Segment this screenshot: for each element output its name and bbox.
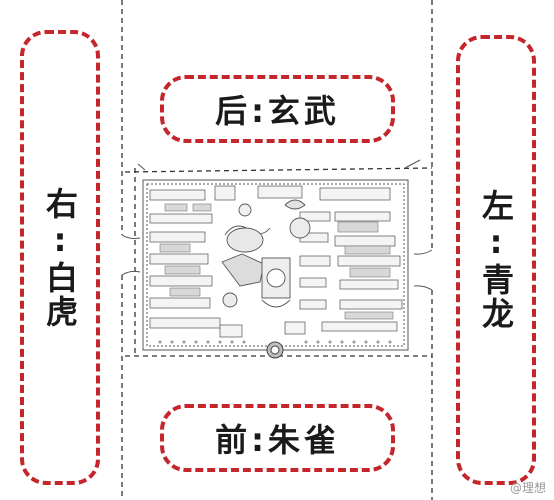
left-side-label: 左:青龙: [477, 189, 515, 331]
building-blocks: [149, 185, 403, 338]
road-lines: [121, 0, 433, 500]
front-label: 前:朱雀: [215, 421, 340, 459]
back-label: 后:玄武: [215, 92, 340, 130]
right-side-label: 右:白虎: [41, 186, 79, 329]
main-gate: [266, 341, 284, 359]
back-label-box: 后:玄武: [160, 75, 395, 143]
tree-row: [158, 340, 392, 344]
garden-patches: [159, 203, 394, 320]
left-side-label-box: 左:青龙: [456, 35, 536, 485]
watermark: @理想: [509, 481, 546, 495]
right-side-label-box: 右:白虎: [20, 30, 100, 485]
central-landscape: [221, 199, 311, 308]
front-label-box: 前:朱雀: [160, 404, 395, 472]
